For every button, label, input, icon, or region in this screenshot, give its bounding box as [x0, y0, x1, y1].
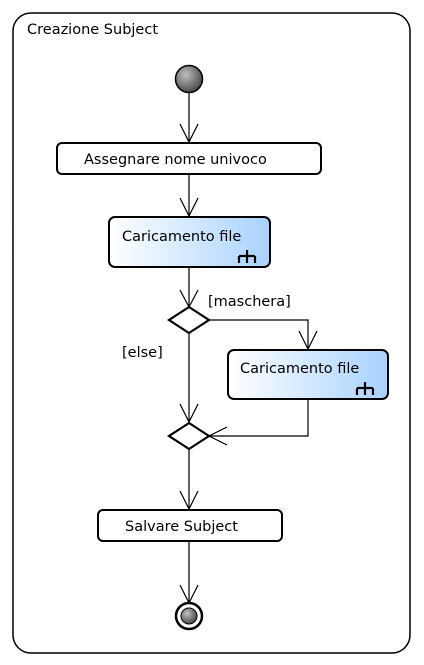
action-save-subject-label: Salvare Subject — [125, 519, 238, 535]
action-upload-file-2-label: Caricamento file — [240, 361, 359, 377]
rake-icon — [355, 382, 375, 395]
flow-upload-2-to-merge — [209, 399, 309, 437]
activity-frame — [12, 12, 411, 654]
activity-title: Creazione Subject — [27, 22, 158, 38]
initial-node — [174, 64, 204, 94]
action-upload-file-1-label: Caricamento file — [122, 229, 241, 245]
final-node — [174, 601, 204, 631]
guard-else-label: [else] — [122, 345, 163, 361]
action-assign-name-label: Assegnare nome univoco — [84, 152, 267, 168]
flow-decision-to-upload-2 — [209, 319, 309, 349]
action-save-subject — [97, 509, 283, 542]
rake-icon — [237, 250, 257, 263]
guard-mask-label: [maschera] — [208, 294, 291, 310]
